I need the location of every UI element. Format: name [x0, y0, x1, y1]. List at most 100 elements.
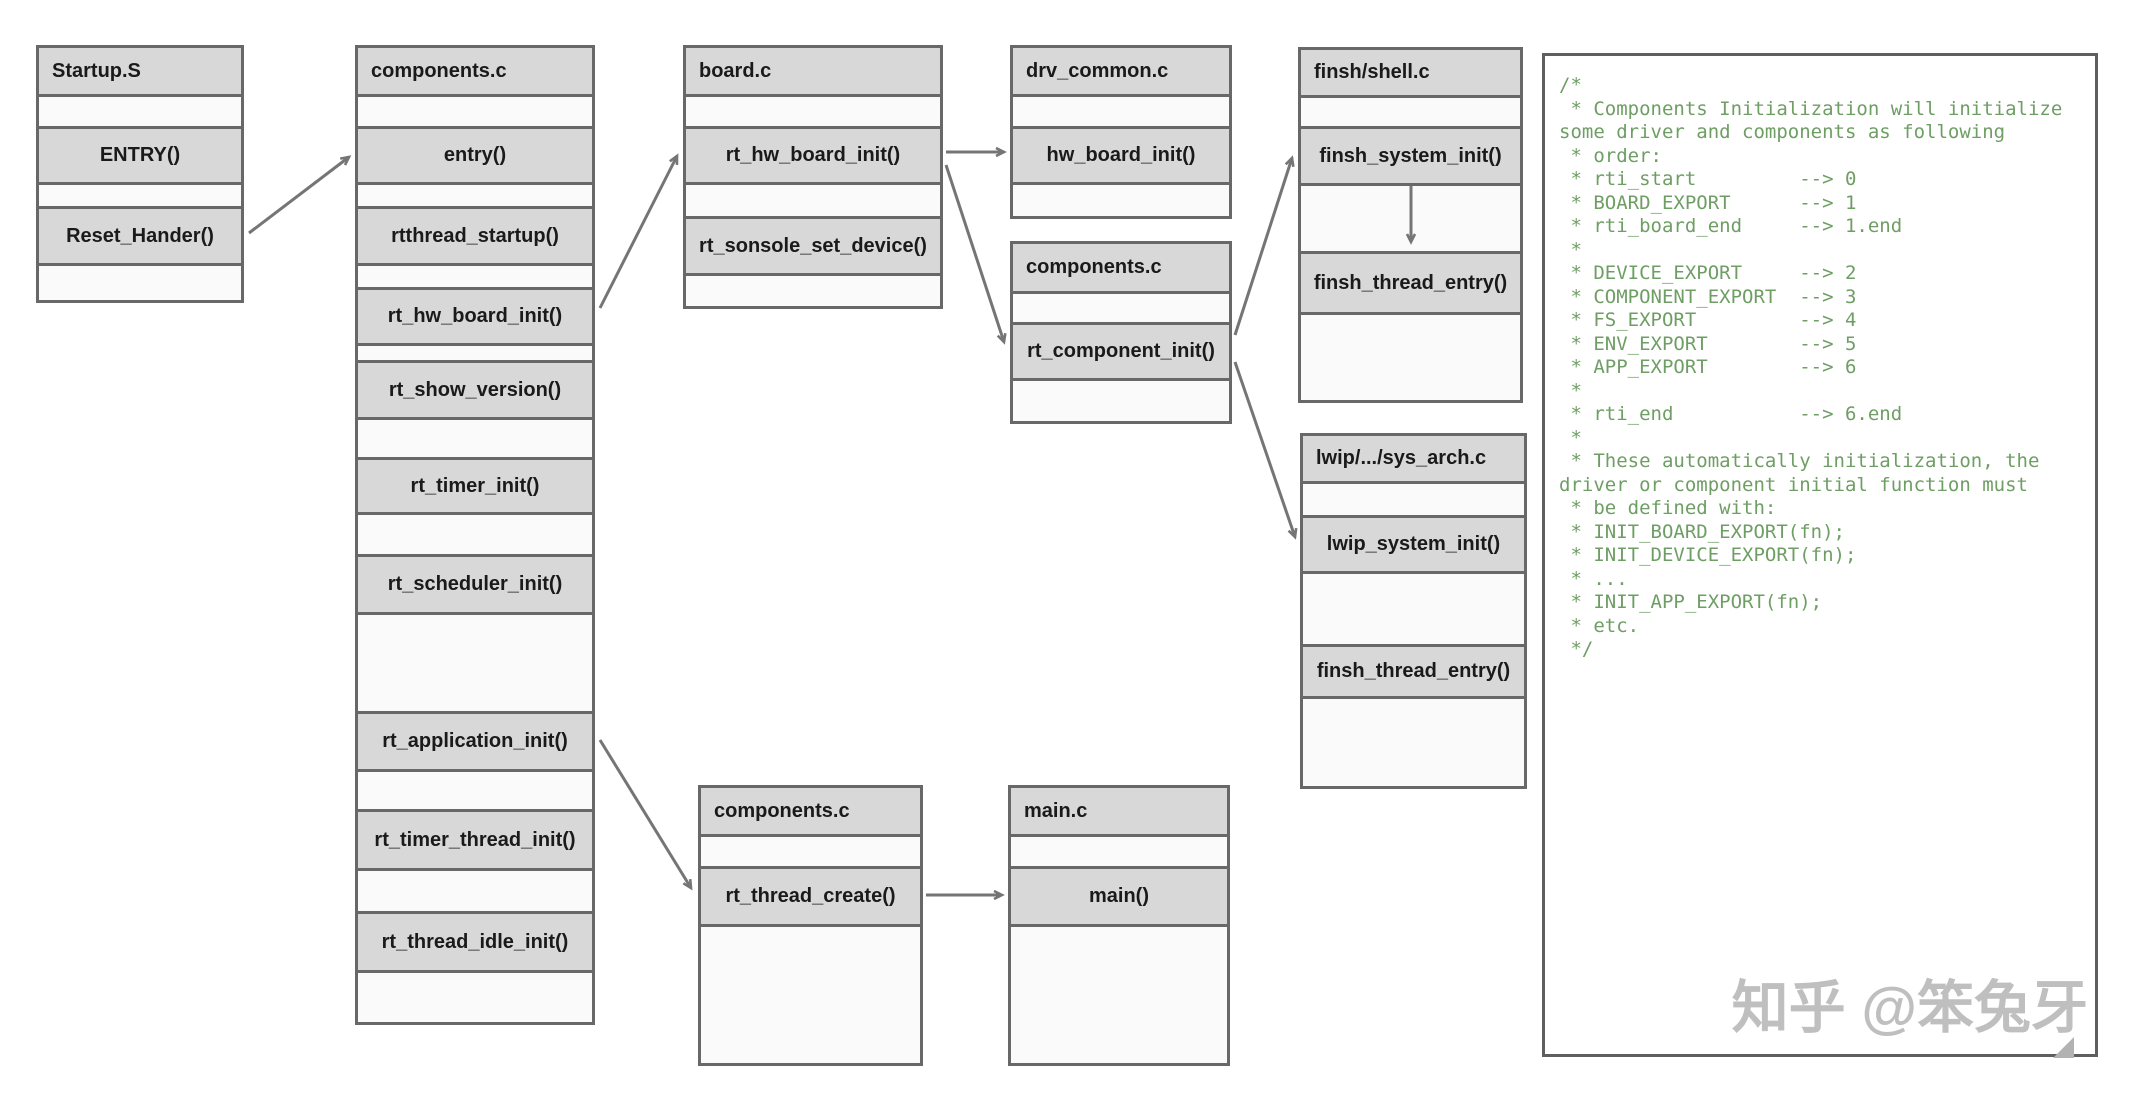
- code-line: some driver and components as following: [1559, 121, 2006, 143]
- empty-row: [358, 94, 592, 126]
- empty-row: [1013, 94, 1229, 126]
- zhihu-watermark: 知乎 @笨兔牙: [1731, 976, 2088, 1040]
- code-line: * DEVICE_EXPORT --> 2: [1559, 262, 1857, 284]
- code-comment-panel: /* * Components Initialization will init…: [1542, 53, 2098, 1057]
- code-line: * INIT_BOARD_EXPORT(fn);: [1559, 520, 1845, 543]
- code-line: * INIT_APP_EXPORT(fn);: [1559, 591, 1823, 613]
- empty-row: [1301, 183, 1520, 251]
- code-line: * BOARD_EXPORT --> 1: [1559, 191, 1857, 214]
- arrow-component-init-to-lwip-system-init: [1233, 361, 1298, 540]
- code-line: driver or component initial function mus…: [1559, 473, 2028, 496]
- arrow-application-init-to-thread-create: [598, 739, 693, 891]
- empty-row: [39, 263, 241, 300]
- code-line: * Components Initialization will initial…: [1559, 97, 2063, 120]
- function-rt-thread-create: rt_thread_create(): [701, 866, 920, 924]
- empty-row: [358, 182, 592, 206]
- file-name-header: main.c: [1011, 788, 1227, 834]
- file-box-drv-common: drv_common.c hw_board_init(): [1010, 45, 1232, 219]
- code-line: * COMPONENT_EXPORT --> 3: [1559, 285, 1857, 308]
- empty-row: [358, 343, 592, 360]
- code-line: * These automatically initialization, th…: [1559, 450, 2040, 472]
- empty-row: [1013, 182, 1229, 216]
- empty-row: [358, 417, 592, 457]
- file-name-header: board.c: [686, 48, 940, 94]
- code-line: * ...: [1559, 567, 1628, 590]
- empty-row: [1011, 834, 1227, 866]
- file-name-header: drv_common.c: [1013, 48, 1229, 94]
- empty-row: [1013, 291, 1229, 322]
- empty-row: [1013, 378, 1229, 421]
- file-name-header: components.c: [1013, 244, 1229, 291]
- empty-row: [701, 834, 920, 866]
- file-name-header: lwip/.../sys_arch.c: [1303, 436, 1524, 481]
- file-box-components-init: components.c rt_component_init(): [1010, 241, 1232, 424]
- empty-row: [358, 612, 592, 711]
- file-box-main: main.c main(): [1008, 785, 1230, 1066]
- file-box-finsh-shell: finsh/shell.c finsh_system_init() finsh_…: [1298, 47, 1523, 403]
- function-rt-component-init: rt_component_init(): [1013, 322, 1229, 378]
- function-lwip-system-init: lwip_system_init(): [1303, 515, 1524, 571]
- function-rt-timer-thread-init: rt_timer_thread_init(): [358, 809, 592, 868]
- file-box-components-thread: components.c rt_thread_create(): [698, 785, 923, 1066]
- code-line: * FS_EXPORT --> 4: [1559, 309, 1857, 331]
- function-rt-hw-board-init-impl: rt_hw_board_init(): [686, 126, 940, 182]
- code-line: * INIT_DEVICE_EXPORT(fn);: [1559, 544, 1857, 566]
- function-rt-application-init: rt_application_init(): [358, 711, 592, 769]
- empty-row: [1011, 924, 1227, 1063]
- file-name-header: components.c: [701, 788, 920, 834]
- file-name-header: finsh/shell.c: [1301, 50, 1520, 95]
- code-line: * rti_end --> 6.end: [1559, 403, 1903, 425]
- function-rt-thread-idle-init: rt_thread_idle_init(): [358, 911, 592, 970]
- file-box-startup-s: Startup.S ENTRY() Reset_Hander(): [36, 45, 244, 303]
- empty-row: [1303, 696, 1524, 786]
- arrow-component-init-to-finsh-system-init: [1233, 155, 1295, 336]
- code-line: *: [1559, 238, 1582, 261]
- empty-row: [686, 273, 940, 306]
- empty-row: [358, 868, 592, 911]
- empty-row: [686, 94, 940, 126]
- function-finsh-system-init: finsh_system_init(): [1301, 126, 1520, 183]
- file-box-lwip-sys-arch: lwip/.../sys_arch.c lwip_system_init() f…: [1300, 433, 1527, 789]
- code-line: * etc.: [1559, 614, 1640, 637]
- function-entry: entry(): [358, 126, 592, 182]
- function-rt-sonsole-set-device: rt_sonsole_set_device(): [686, 216, 940, 273]
- code-line: * ENV_EXPORT --> 5: [1559, 332, 1857, 355]
- file-box-board: board.c rt_hw_board_init() rt_sonsole_se…: [683, 45, 943, 309]
- function-finsh-thread-entry: finsh_thread_entry(): [1301, 251, 1520, 312]
- code-line: * be defined with:: [1559, 497, 1777, 519]
- function-reset-hander: Reset_Hander(): [39, 206, 241, 263]
- code-line: * rti_start --> 0: [1559, 168, 1857, 190]
- empty-row: [1301, 95, 1520, 126]
- corner-triangle-icon: [2053, 1037, 2074, 1058]
- function-rtthread-startup: rtthread_startup(): [358, 206, 592, 263]
- arrow-reset-hander-to-entry: [248, 155, 352, 235]
- function-rt-hw-board-init: rt_hw_board_init(): [358, 287, 592, 343]
- code-line: * rti_board_end --> 1.end: [1559, 215, 1903, 237]
- code-line: * APP_EXPORT --> 6: [1559, 356, 1857, 378]
- file-name-header: Startup.S: [39, 48, 241, 94]
- empty-row: [358, 512, 592, 554]
- empty-row: [1303, 571, 1524, 644]
- function-main: main(): [1011, 866, 1227, 924]
- empty-row: [358, 970, 592, 1022]
- file-box-components-main: components.c entry() rtthread_startup() …: [355, 45, 595, 1025]
- empty-row: [358, 263, 592, 287]
- function-rt-scheduler-init: rt_scheduler_init(): [358, 554, 592, 612]
- empty-row: [358, 769, 592, 809]
- code-line: /*: [1559, 74, 1582, 96]
- code-line: *: [1559, 426, 1582, 449]
- arrow-rt-hw-board-init-to-board: [598, 153, 679, 309]
- code-line: */: [1559, 638, 1594, 660]
- function-hw-board-init: hw_board_init(): [1013, 126, 1229, 182]
- function-rt-timer-init: rt_timer_init(): [358, 457, 592, 512]
- function-entry-macro: ENTRY(): [39, 126, 241, 182]
- function-rt-show-version: rt_show_version(): [358, 360, 592, 417]
- empty-row: [1301, 312, 1520, 400]
- code-line: *: [1559, 379, 1582, 402]
- empty-row: [1303, 481, 1524, 515]
- empty-row: [39, 182, 241, 206]
- function-finsh-thread-entry-lwip: finsh_thread_entry(): [1303, 644, 1524, 696]
- file-name-header: components.c: [358, 48, 592, 94]
- arrow-board-to-rt-component-init: [944, 164, 1007, 345]
